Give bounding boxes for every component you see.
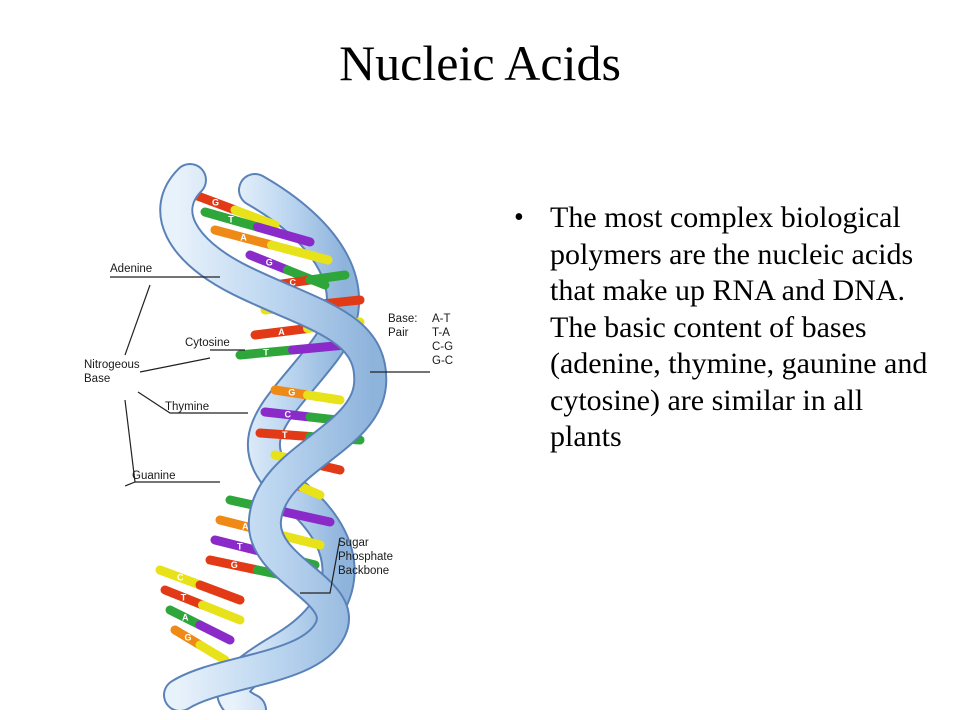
label-base-colon: Base: (388, 313, 417, 325)
label-adenine: Adenine (110, 263, 152, 275)
base-pair-segment (195, 580, 245, 605)
base-pair-segment (275, 506, 335, 527)
base-pair-segment (170, 625, 205, 650)
base-pair-segment (267, 240, 333, 265)
base-letter: G (231, 560, 238, 570)
label-pair-ta: T-A (432, 327, 450, 339)
sugar-leader-line (300, 537, 341, 594)
base-letter: A (278, 327, 285, 337)
base-pair-segment (200, 207, 262, 232)
base-pair-segment (255, 428, 315, 441)
base-pair-segment (198, 600, 245, 625)
base-letter: T (228, 215, 234, 225)
bullet-text: The most complex biological polymers are… (550, 201, 928, 453)
base-pair-segment (305, 270, 350, 285)
base-letter: G (266, 258, 273, 268)
base-pair-segment (155, 565, 205, 590)
label-backbone: Backbone (338, 565, 389, 577)
label-pair: Pair (388, 327, 409, 339)
base-pair-segment (298, 483, 325, 500)
label-nitrogeous: Nitrogeous (84, 359, 140, 371)
base-pair-segment (250, 324, 312, 340)
thymine-leader-line (137, 391, 248, 414)
base-letter: T (181, 593, 187, 603)
base-pair-segment (160, 585, 207, 610)
base-letter: A (240, 233, 247, 243)
label-thymine: Thymine (165, 401, 209, 413)
leader-lines (110, 276, 430, 594)
base-pair-segment (190, 190, 240, 215)
label-pair-cg: C-G (432, 341, 453, 353)
base-pair-segment (288, 340, 350, 355)
backbone-strand-front-fill (161, 165, 386, 710)
bullet-dot-icon: • (514, 202, 524, 233)
base-pair-segment (205, 555, 262, 575)
base-letter: G (288, 388, 295, 398)
base-pair-segment (303, 390, 345, 405)
base-pair-segment (165, 605, 205, 630)
base-letter: T (263, 348, 269, 358)
label-cytosine: Cytosine (185, 337, 230, 349)
label-pair-gc: G-C (432, 355, 453, 367)
base-pair-segment (195, 640, 230, 665)
base-letter: A (182, 613, 189, 623)
base-letter: A (242, 521, 249, 531)
base-letter: C (285, 410, 292, 420)
label-base: Base (84, 373, 110, 385)
label-sugar: Sugar (338, 537, 369, 549)
base-pair-segment (195, 620, 235, 645)
base-letter: T (237, 541, 243, 551)
bullet-item: • The most complex biological polymers a… (510, 200, 940, 456)
base-letter: G (212, 198, 219, 208)
base-letter: C (177, 573, 184, 583)
base-pair-segment (253, 222, 315, 247)
nitrogeous-leader-top (124, 284, 151, 356)
nitrogeous-leader-mid (139, 357, 211, 373)
base-letter: G (185, 633, 192, 643)
guanine-leader-line (124, 481, 136, 487)
base-pair-segment (270, 385, 312, 400)
base-pair-segment (230, 205, 280, 230)
label-phosphate: Phosphate (338, 551, 393, 563)
label-pair-at: A-T (432, 313, 451, 325)
base-pair-segment (235, 345, 297, 360)
label-guanine: Guanine (132, 470, 175, 482)
base-letter: T (282, 430, 288, 440)
base-pair-segment (245, 250, 292, 275)
base-letter: C (290, 278, 297, 288)
bullet-list: • The most complex biological polymers a… (510, 200, 940, 456)
base-pair-segment (210, 225, 276, 250)
slide-title: Nucleic Acids (339, 35, 621, 91)
base-pair-segment (260, 407, 315, 422)
